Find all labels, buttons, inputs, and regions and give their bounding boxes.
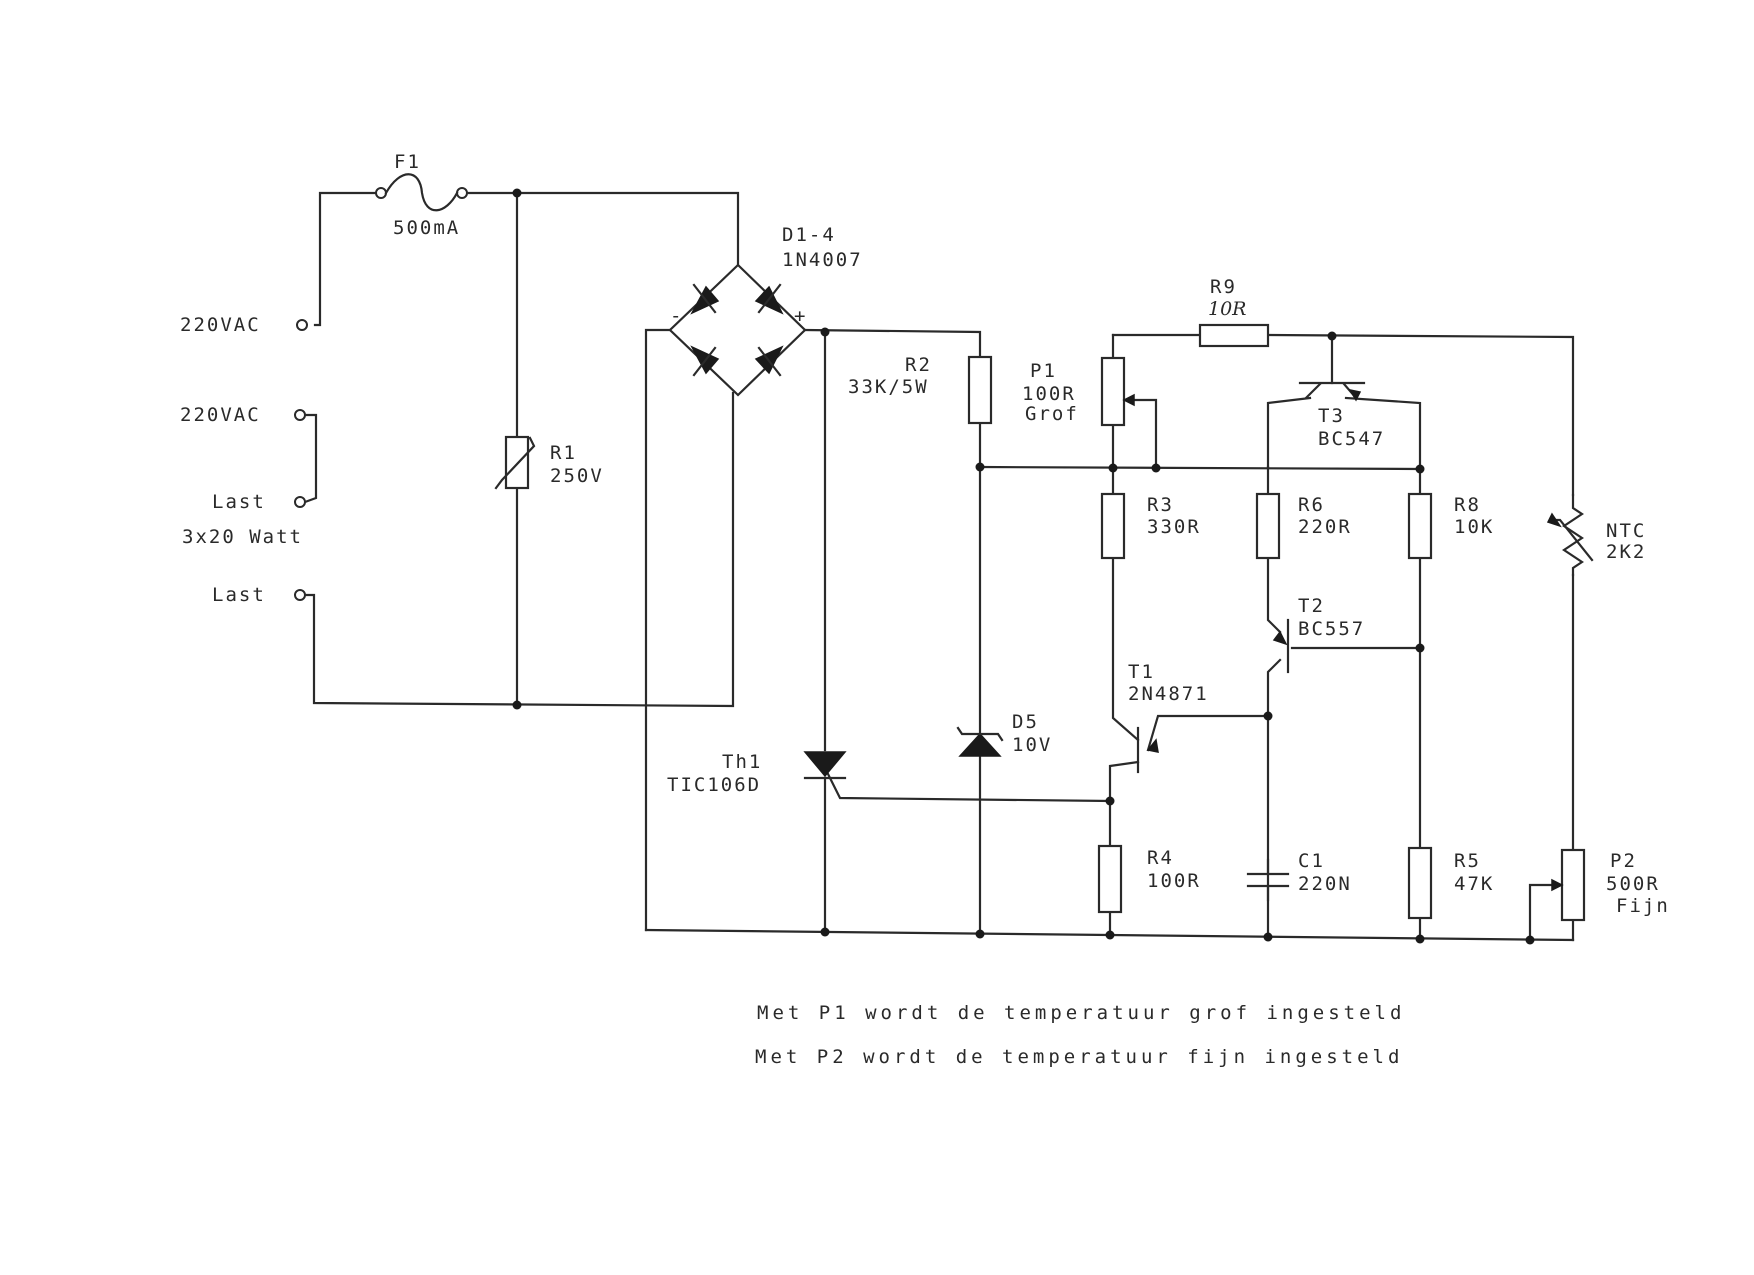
label-d5-value: 10V	[1012, 734, 1052, 756]
label-r9-name: R9	[1210, 276, 1237, 298]
label-th1-name: Th1	[722, 751, 762, 773]
label-t3-name: T3	[1318, 405, 1345, 427]
label-d14-value: 1N4007	[782, 249, 863, 271]
transistor-t3	[1298, 381, 1366, 402]
fuse-f1	[375, 173, 468, 212]
thermistor-ntc	[1546, 493, 1594, 577]
label-d14-name: D1-4	[782, 224, 836, 246]
label-r5-value: 47K	[1454, 873, 1494, 895]
label-r2-name: R2	[905, 354, 932, 376]
label-c1-name: C1	[1298, 850, 1325, 872]
label-r2-value: 33K/5W	[848, 376, 929, 398]
label-p1-note: Grof	[1025, 403, 1079, 425]
resistor-r5	[1407, 846, 1433, 920]
potentiometer-p2	[1551, 848, 1586, 922]
transistor-t1	[1136, 726, 1159, 774]
label-r9-value: 10R	[1208, 298, 1246, 320]
note-line-1: Met P1 wordt de temperatuur grof ingeste…	[757, 1002, 1405, 1024]
label-d14-plus: +	[794, 305, 807, 327]
resistor-r9	[1198, 323, 1270, 348]
label-load1: Last	[212, 491, 266, 513]
label-p1-name: P1	[1030, 360, 1057, 382]
label-d5-name: D5	[1012, 711, 1039, 733]
label-load2: Last	[212, 584, 266, 606]
label-load-rating: 3x20 Watt	[182, 526, 303, 548]
label-r5-name: R5	[1454, 850, 1481, 872]
capacitor-c1	[1246, 858, 1290, 902]
note-line-2: Met P2 wordt de temperatuur fijn ingeste…	[755, 1046, 1403, 1068]
label-r3-name: R3	[1147, 494, 1174, 516]
label-t2-name: T2	[1298, 595, 1325, 617]
terminal-load2	[294, 589, 306, 601]
resistor-r6	[1255, 492, 1281, 560]
label-ac1: 220VAC	[180, 314, 261, 336]
label-p2-name: P2	[1610, 850, 1637, 872]
label-p2-value: 500R	[1606, 873, 1660, 895]
label-r1-value: 250V	[550, 465, 604, 487]
label-r3-value: 330R	[1147, 516, 1201, 538]
label-t3-value: BC547	[1318, 428, 1385, 450]
label-f1-name: F1	[394, 151, 421, 173]
label-r8-value: 10K	[1454, 516, 1494, 538]
label-r6-value: 220R	[1298, 516, 1352, 538]
resistor-r3	[1100, 492, 1126, 560]
label-ac2: 220VAC	[180, 404, 261, 426]
label-r8-name: R8	[1454, 494, 1481, 516]
label-d14-minus: -	[670, 305, 683, 327]
label-ntc-value: 2K2	[1606, 541, 1646, 563]
label-r6-name: R6	[1298, 494, 1325, 516]
bridge-rectifier-d1-4	[668, 263, 807, 397]
label-r4-name: R4	[1147, 847, 1174, 869]
label-p2-note: Fijn	[1616, 895, 1670, 917]
label-th1-value: TIC106D	[667, 774, 761, 796]
resistor-r4	[1097, 844, 1123, 914]
transistor-t2	[1272, 618, 1290, 674]
label-t1-name: T1	[1128, 661, 1155, 683]
varistor-r1	[494, 435, 536, 490]
label-ntc-name: NTC	[1606, 520, 1646, 542]
label-c1-value: 220N	[1298, 873, 1352, 895]
resistor-r8	[1407, 492, 1433, 560]
terminal-load1	[294, 496, 306, 508]
label-r1-name: R1	[550, 442, 577, 464]
label-t2-value: BC557	[1298, 618, 1365, 640]
thyristor-th1	[803, 751, 847, 780]
terminal-ac2	[294, 409, 306, 421]
potentiometer-p1	[1100, 356, 1135, 427]
terminal-ac1	[296, 319, 308, 331]
label-r4-value: 100R	[1147, 870, 1201, 892]
wires	[303, 191, 1575, 942]
label-f1-value: 500mA	[393, 217, 460, 239]
label-t1-value: 2N4871	[1128, 683, 1209, 705]
junction-dots	[512, 188, 1535, 945]
label-p1-value: 100R	[1022, 383, 1076, 405]
resistor-r2	[967, 355, 993, 425]
zener-diode-d5	[956, 726, 1004, 757]
